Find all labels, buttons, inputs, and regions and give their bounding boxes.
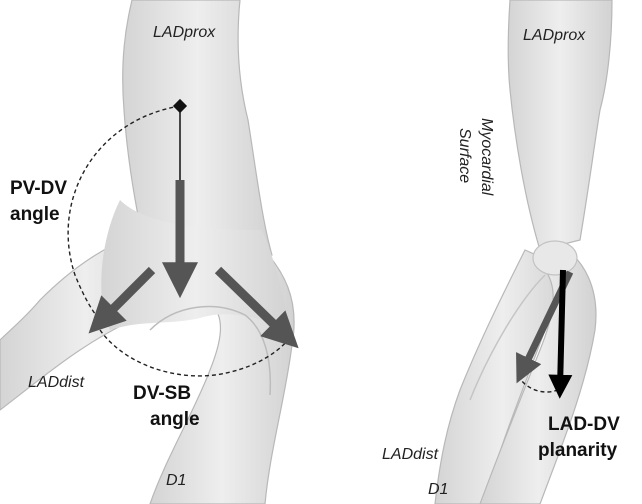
- pv-dv-angle-label-line2: angle: [10, 204, 60, 225]
- right-lad-black-arrow: [560, 270, 563, 388]
- myocardial-surface-label: Myocardial Surface: [456, 118, 495, 196]
- pv-dv-angle-label-line1: PV-DV: [10, 178, 67, 199]
- lad-dv-planarity-label-line1: LAD-DV: [548, 414, 620, 435]
- svg-text:Myocardial: Myocardial: [478, 118, 495, 196]
- left-vessel-tree: [0, 0, 294, 504]
- lad-dv-planarity-label-line2: planarity: [538, 440, 618, 461]
- dv-sb-angle-label-line2: angle: [150, 409, 200, 430]
- right-lad-prox-label: LADprox: [523, 27, 586, 44]
- right-d1-label: D1: [428, 481, 448, 498]
- left-panel: LADprox LADdist D1 PV-DV angle DV-SB ang…: [0, 0, 294, 504]
- dv-sb-angle-label-line1: DV-SB: [133, 383, 191, 404]
- left-lad-dist-label: LADdist: [28, 374, 85, 391]
- svg-text:Surface: Surface: [456, 128, 473, 183]
- right-lad-dist-label: LADdist: [382, 446, 439, 463]
- right-panel: LADprox Myocardial Surface LADdist D1 LA…: [382, 0, 620, 504]
- left-lad-prox-label: LADprox: [153, 24, 216, 41]
- left-d1-label: D1: [166, 472, 186, 489]
